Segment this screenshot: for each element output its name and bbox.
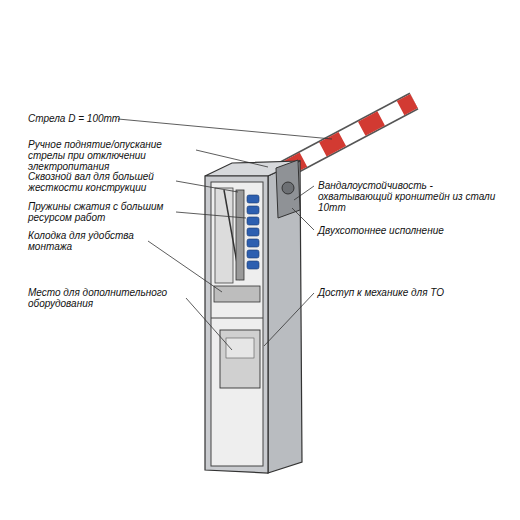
callout-label: Стрела D = 100mm (28, 113, 198, 124)
cabinet-front (205, 176, 268, 473)
callout-label: Колодка для удобства монтажа (28, 230, 153, 252)
lever (215, 188, 233, 283)
shaft (236, 190, 244, 280)
shelf (211, 318, 263, 319)
hub (282, 182, 294, 194)
terminal-block (214, 286, 260, 302)
bracket (276, 160, 300, 218)
springs (247, 195, 259, 269)
boom-outline (284, 101, 414, 170)
leader-lines (118, 119, 332, 350)
boom-red (284, 101, 414, 170)
cabinet-opening (211, 182, 263, 466)
callout-label: Вандалоустойчивость - охватывающий кронш… (318, 180, 498, 213)
callout-label: Доступ к механике для ТО (318, 287, 508, 298)
callout-label: Сквозной вал для большей жесткости конст… (28, 171, 178, 193)
boom-white (284, 101, 414, 170)
cabinet-side (268, 161, 302, 473)
callout-label: Ручное поднятие/опускание стрелы при отк… (28, 139, 198, 172)
equipment-box (220, 330, 260, 388)
callout-label: Место для дополнительного оборудования (28, 287, 188, 309)
callout-label: Двухсотоннее исполнение (318, 225, 508, 236)
callout-label: Пружины сжатия с большим ресурсом работ (28, 201, 178, 223)
